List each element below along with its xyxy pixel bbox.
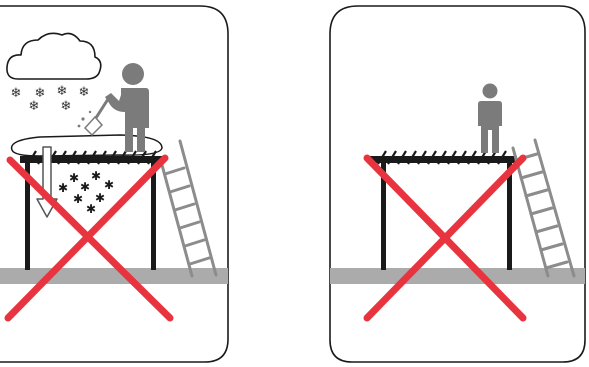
ladder-icon [162,141,216,276]
snow-cloud-icon [7,33,101,79]
snowflake-icon: ❄ [57,84,68,99]
prohibition-cross-icon [367,158,523,318]
snowflake-icon: ✱ [91,169,101,183]
snowflake-icon: ❄ [61,99,72,114]
snowflake-icon: ❄ [29,99,40,114]
ground-strip [0,268,232,284]
snowflake-icon: ✱ [69,171,79,185]
snowflakes-falling: ❄ ❄ ❄ ❄ ❄ ❄ [11,84,90,114]
snowflake-icon: ✱ [73,192,83,206]
snowflake-icon: ✱ [95,191,105,205]
snowflakes-under-roof: ✱ ✱ ✱ ✱ ✱ ✱ ✱ ✱ [58,169,114,216]
snowflake-icon: ❄ [11,86,22,101]
person-standing-icon [478,84,502,154]
panel-right [330,6,586,362]
snowflake-icon: ✱ [104,178,114,192]
snowflake-icon: ❄ [79,85,90,100]
pergola-icon [370,151,517,270]
panel-left: ❄ ❄ ❄ ❄ ❄ ❄ [0,6,232,362]
snowflake-icon: ✱ [58,181,68,195]
snowflake-icon: ✱ [86,202,96,216]
